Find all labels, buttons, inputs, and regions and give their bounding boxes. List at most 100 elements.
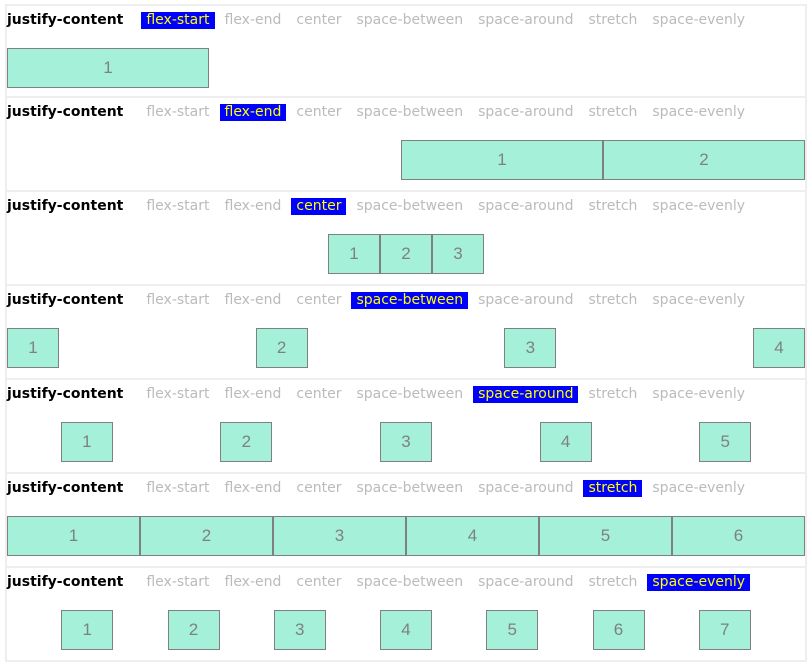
flex-item: 1 [401, 140, 603, 180]
flex-item: 2 [167, 610, 220, 650]
option-space-around[interactable]: space-around [478, 103, 574, 120]
option-stretch[interactable]: stretch [588, 11, 638, 28]
option-flex-start[interactable]: flex-start [146, 573, 210, 590]
option-center[interactable]: center [296, 573, 342, 590]
property-label: justify-content [7, 292, 124, 308]
flex-item: 5 [699, 422, 752, 462]
option-space-around[interactable]: space-around [478, 291, 574, 308]
option-space-between[interactable]: space-between [356, 103, 464, 120]
option-flex-end[interactable]: flex-end [219, 103, 287, 121]
option-stretch[interactable]: stretch [588, 573, 638, 590]
flex-item: 7 [698, 610, 751, 650]
option-flex-start[interactable]: flex-start [146, 103, 210, 120]
property-label: justify-content [7, 12, 124, 28]
flex-container: 1 [7, 48, 805, 88]
flex-item: 3 [379, 422, 432, 462]
option-flex-start[interactable]: flex-start [146, 385, 210, 402]
flex-item: 2 [140, 516, 273, 556]
option-space-evenly[interactable]: space-evenly [652, 479, 746, 496]
flex-item: 4 [539, 422, 592, 462]
flex-item: 1 [7, 48, 209, 88]
option-space-around[interactable]: space-around [478, 11, 574, 28]
option-space-between[interactable]: space-between [356, 573, 464, 590]
option-stretch[interactable]: stretch [588, 197, 638, 214]
option-space-evenly[interactable]: space-evenly [647, 573, 751, 591]
option-space-evenly[interactable]: space-evenly [652, 197, 746, 214]
option-space-between[interactable]: space-between [351, 291, 469, 309]
option-center[interactable]: center [296, 291, 342, 308]
option-flex-start[interactable]: flex-start [146, 291, 210, 308]
option-space-between[interactable]: space-between [356, 479, 464, 496]
option-space-between[interactable]: space-between [356, 11, 464, 28]
option-space-around[interactable]: space-around [478, 197, 574, 214]
option-center[interactable]: center [296, 385, 342, 402]
property-label: justify-content [7, 386, 124, 402]
property-label: justify-content [7, 480, 124, 496]
flex-item: 6 [672, 516, 805, 556]
option-flex-start[interactable]: flex-start [146, 197, 210, 214]
property-label: justify-content [7, 104, 124, 120]
option-flex-start[interactable]: flex-start [146, 479, 210, 496]
option-flex-start[interactable]: flex-start [141, 11, 215, 29]
option-space-around[interactable]: space-around [478, 479, 574, 496]
flex-item: 1 [61, 610, 114, 650]
option-flex-end[interactable]: flex-end [224, 197, 282, 214]
flex-item: 1 [7, 328, 59, 368]
flex-item: 1 [7, 516, 140, 556]
flex-item: 3 [273, 516, 406, 556]
flex-item: 6 [592, 610, 645, 650]
option-flex-end[interactable]: flex-end [224, 11, 282, 28]
option-stretch[interactable]: stretch [588, 103, 638, 120]
option-flex-end[interactable]: flex-end [224, 479, 282, 496]
property-label: justify-content [7, 198, 124, 214]
flex-item: 3 [273, 610, 326, 650]
option-space-between[interactable]: space-between [356, 385, 464, 402]
option-center[interactable]: center [291, 197, 347, 215]
option-stretch[interactable]: stretch [588, 385, 638, 402]
option-center[interactable]: center [296, 479, 342, 496]
flex-item: 3 [432, 234, 484, 274]
option-space-evenly[interactable]: space-evenly [652, 103, 746, 120]
option-flex-end[interactable]: flex-end [224, 385, 282, 402]
option-space-around[interactable]: space-around [478, 573, 574, 590]
flex-container: 1 2 3 4 5 [7, 422, 805, 462]
flex-item: 2 [255, 328, 308, 368]
option-space-evenly[interactable]: space-evenly [652, 291, 746, 308]
flex-item: 4 [380, 610, 432, 650]
option-space-around[interactable]: space-around [473, 385, 579, 403]
flex-item: 5 [539, 516, 672, 556]
flex-item: 1 [60, 422, 113, 462]
option-space-between[interactable]: space-between [356, 197, 464, 214]
flex-item: 4 [406, 516, 539, 556]
flex-item: 2 [220, 422, 273, 462]
option-center[interactable]: center [296, 103, 342, 120]
flex-item: 1 [328, 234, 380, 274]
option-flex-end[interactable]: flex-end [224, 573, 282, 590]
option-stretch[interactable]: stretch [583, 479, 643, 497]
flex-container: 1 2 3 4 5 6 7 [7, 610, 805, 650]
flex-item: 4 [752, 328, 805, 368]
flex-item: 5 [486, 610, 539, 650]
option-flex-end[interactable]: flex-end [224, 291, 282, 308]
option-space-evenly[interactable]: space-evenly [652, 385, 746, 402]
flex-item: 2 [380, 234, 432, 274]
option-space-evenly[interactable]: space-evenly [652, 11, 746, 28]
option-stretch[interactable]: stretch [588, 291, 638, 308]
option-center[interactable]: center [296, 11, 342, 28]
